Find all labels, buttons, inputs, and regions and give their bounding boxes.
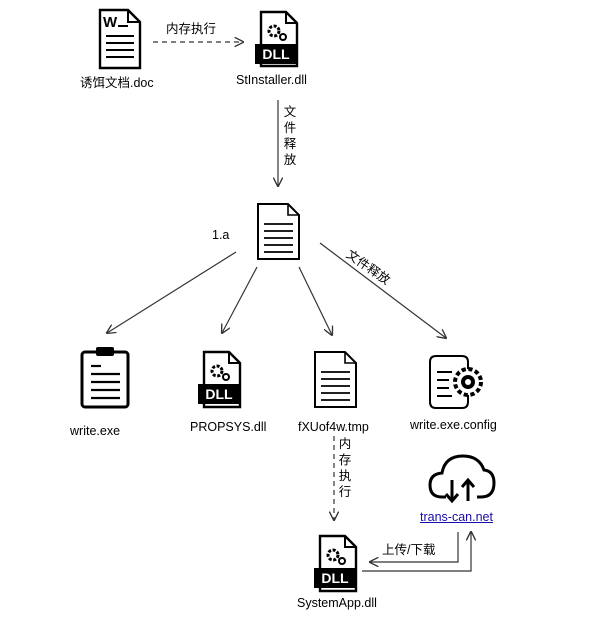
svg-text:DLL: DLL [262, 46, 290, 62]
edge-cloud-to-systemapp [370, 532, 459, 562]
svg-text:DLL: DLL [205, 386, 233, 402]
node-label-systemapp: SystemApp.dll [297, 596, 377, 610]
cloud-upload-download-icon [428, 454, 496, 504]
edge-payload-to-write-exe [107, 251, 237, 333]
node-label-propsys: PROPSYS.dll [190, 420, 267, 434]
config-file-gear-icon [429, 355, 483, 409]
node-label-installer: StInstaller.dll [236, 73, 307, 87]
edge-payload-to-propsys [222, 266, 258, 333]
node-label-tmp: fXUof4w.tmp [298, 420, 369, 434]
edge-label-release-1: 文件释放 [283, 105, 297, 167]
edge-label-upload-download: 上传/下载 [382, 543, 436, 557]
dll-file-icon: DLL [314, 534, 358, 593]
text-file-icon [257, 203, 300, 260]
dll-file-icon: DLL [255, 10, 299, 68]
node-label-cloud-link[interactable]: trans-can.net [420, 510, 493, 524]
node-label-doc: 诱饵文档.doc [80, 76, 154, 90]
node-label-payload: 1.a [212, 228, 230, 242]
svg-text:W: W [103, 14, 118, 31]
edge-label-mem-exec-1: 内存执行 [166, 22, 217, 36]
clipboard-icon [80, 347, 130, 409]
node-label-write-exe: write.exe [70, 424, 121, 438]
word-document-icon: W [98, 8, 142, 70]
text-file-icon [314, 351, 357, 408]
edge-payload-to-config [319, 242, 446, 338]
edge-label-mem-exec-2: 内存执行 [338, 437, 352, 499]
dll-file-icon: DLL [198, 350, 242, 409]
edge-systemapp-to-cloud [362, 532, 471, 572]
node-label-config: write.exe.config [410, 418, 497, 432]
edge-payload-to-tmp [298, 266, 332, 335]
svg-text:DLL: DLL [321, 570, 349, 586]
